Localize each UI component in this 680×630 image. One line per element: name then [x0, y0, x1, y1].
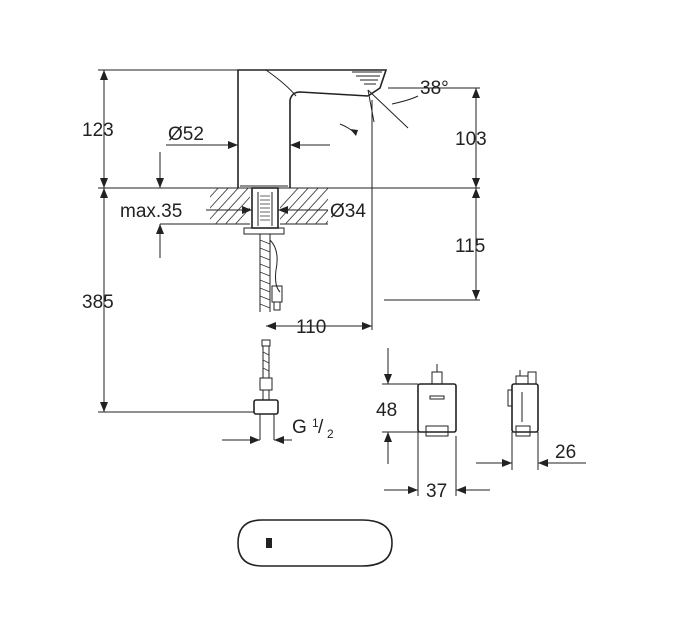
dimension-123: 123: [82, 70, 114, 188]
dimension-48: 48: [376, 348, 418, 464]
dimension-o52: Ø52: [166, 124, 330, 149]
box-width-label: 37: [426, 481, 447, 502]
spout-top-view: [237, 519, 393, 567]
dimension-thread: G 1 / 2: [222, 416, 334, 444]
dimension-115: 115: [455, 188, 485, 300]
dimension-385: 385: [82, 188, 114, 412]
dimension-103: 103: [455, 88, 487, 188]
deck-thickness-label: max.35: [120, 201, 182, 222]
control-box-side: [507, 370, 539, 437]
thread-slash: /: [318, 417, 324, 438]
thread-g-label: G: [292, 417, 307, 438]
dimension-37: 37: [384, 432, 490, 502]
spout-height-label: 123: [82, 120, 114, 141]
supply-hose: [253, 234, 283, 440]
outlet-height-label: 103: [455, 129, 487, 150]
box-height-label: 48: [376, 400, 397, 421]
dimension-o34: Ø34: [278, 201, 366, 222]
box-depth-label: 26: [555, 442, 576, 463]
thread-num-label: 1: [312, 416, 319, 430]
projection-label: 110: [296, 317, 326, 338]
thread-den-label: 2: [327, 427, 334, 441]
shank-assembly: [243, 187, 285, 235]
dimension-110: 110: [266, 317, 372, 338]
extension-lines: [98, 69, 480, 413]
dimension-max35: max.35: [120, 152, 252, 258]
body-diameter-label: Ø52: [168, 124, 204, 145]
hole-diameter-label: Ø34: [330, 201, 366, 222]
below-deck-depth-label: 115: [455, 236, 485, 257]
sensor-window: [266, 538, 272, 548]
control-box-front: [417, 364, 457, 437]
total-height-label: 385: [82, 292, 114, 313]
faucet-body: [237, 69, 388, 188]
dimension-26: 26: [476, 432, 586, 470]
spray-angle-annotation: 38°: [339, 78, 449, 136]
